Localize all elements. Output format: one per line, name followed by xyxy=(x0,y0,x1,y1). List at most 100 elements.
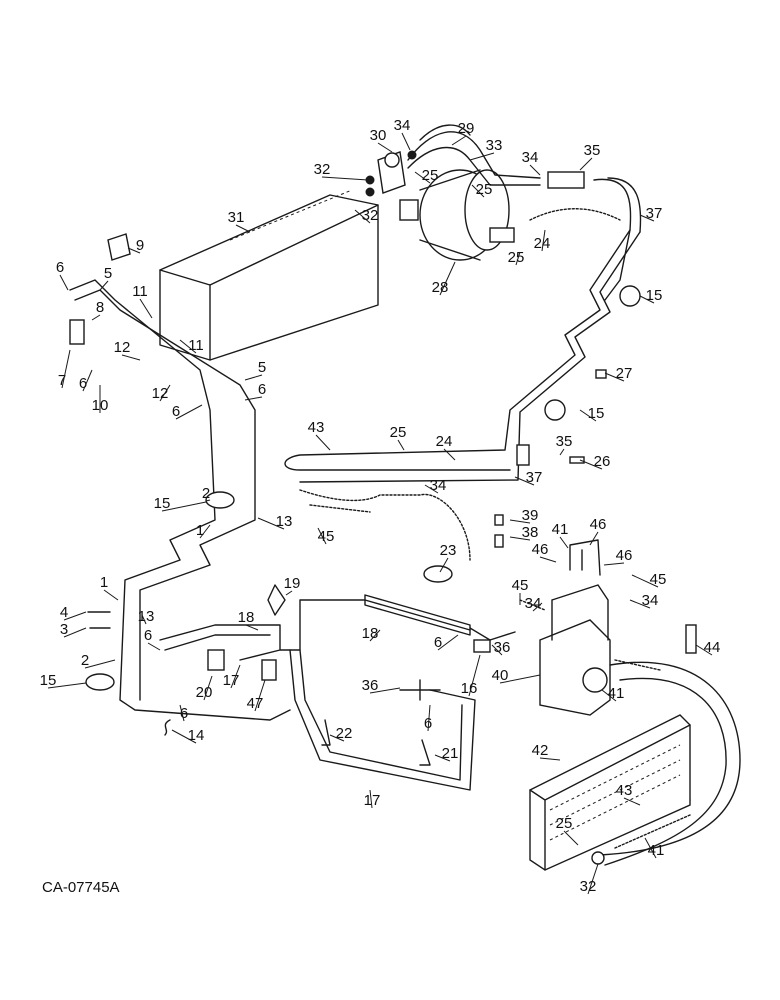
leader-line xyxy=(437,634,459,651)
leader-line xyxy=(175,404,203,420)
callout-1: 1 xyxy=(100,574,108,591)
callout-3: 3 xyxy=(60,621,68,638)
callout-28: 28 xyxy=(432,279,449,296)
callout-45: 45 xyxy=(512,577,529,594)
leader-line xyxy=(539,757,561,761)
evaporator-box xyxy=(159,189,379,361)
callout-33: 33 xyxy=(486,137,503,154)
leader-line xyxy=(579,459,603,470)
leader-line xyxy=(47,682,87,689)
leader-line xyxy=(509,519,531,524)
leader-line xyxy=(559,448,565,456)
callout-21: 21 xyxy=(442,745,459,762)
callout-11: 11 xyxy=(188,337,204,354)
leader-line xyxy=(103,589,119,601)
callout-25: 25 xyxy=(556,815,573,832)
leader-line xyxy=(203,675,213,701)
callout-15: 15 xyxy=(154,495,171,512)
leader-line xyxy=(603,562,625,566)
callout-46: 46 xyxy=(532,541,549,558)
callout-6: 6 xyxy=(56,259,64,276)
callout-19: 19 xyxy=(284,575,301,592)
leader-line xyxy=(434,754,451,762)
callout-9: 9 xyxy=(136,237,144,254)
leader-line xyxy=(539,556,557,563)
callout-31: 31 xyxy=(228,209,245,226)
callout-4: 4 xyxy=(60,604,68,621)
leader-line xyxy=(315,434,331,451)
callout-15: 15 xyxy=(646,287,663,304)
leader-line xyxy=(451,135,467,146)
leader-line xyxy=(377,142,393,153)
compressor xyxy=(399,169,515,261)
leader-line xyxy=(61,349,71,389)
leader-line xyxy=(59,274,69,291)
callout-8: 8 xyxy=(96,299,104,316)
callout-29: 29 xyxy=(458,120,475,137)
callout-40: 40 xyxy=(492,667,509,684)
leader-line xyxy=(161,501,207,512)
leader-line xyxy=(321,176,369,181)
callout-17: 17 xyxy=(223,672,240,689)
leader-line xyxy=(179,704,185,722)
callout-41: 41 xyxy=(648,842,665,859)
callout-24: 24 xyxy=(436,433,453,450)
callout-15: 15 xyxy=(40,672,57,689)
callout-38: 38 xyxy=(522,524,539,541)
callout-42: 42 xyxy=(532,742,549,759)
leader-line xyxy=(541,229,546,252)
callout-6: 6 xyxy=(144,627,152,644)
callout-35: 35 xyxy=(584,142,601,159)
callout-25: 25 xyxy=(476,181,493,198)
leader-line xyxy=(439,557,449,573)
callout-45: 45 xyxy=(318,528,335,545)
receiver-clamp xyxy=(619,285,641,307)
leader-line xyxy=(589,531,599,546)
muffler xyxy=(547,171,585,189)
leader-line xyxy=(469,152,495,161)
expansion-valve xyxy=(365,150,417,197)
callout-34: 34 xyxy=(525,595,542,612)
leader-line xyxy=(235,224,251,233)
leader-line xyxy=(397,439,405,451)
callout-44: 44 xyxy=(704,639,721,656)
leader-line xyxy=(63,627,87,638)
callout-6: 6 xyxy=(172,403,180,420)
leader-line xyxy=(499,674,541,684)
callout-37: 37 xyxy=(526,469,543,486)
leader-line xyxy=(369,629,381,642)
leader-line xyxy=(401,132,411,151)
leader-line xyxy=(159,384,171,402)
callout-15: 15 xyxy=(588,405,605,422)
callout-6: 6 xyxy=(424,715,432,732)
leader-line xyxy=(99,280,109,291)
callout-6: 6 xyxy=(258,381,266,398)
leader-line xyxy=(285,590,293,596)
callout-5: 5 xyxy=(258,359,266,376)
callout-41: 41 xyxy=(608,685,625,702)
leader-line xyxy=(205,499,211,502)
callout-18: 18 xyxy=(238,609,255,626)
leader-line xyxy=(369,789,373,809)
leader-line xyxy=(179,339,197,354)
clamp-15 xyxy=(205,491,235,509)
callout-6: 6 xyxy=(180,705,188,722)
leader-line xyxy=(439,261,456,296)
leader-line xyxy=(579,157,593,171)
leader-line xyxy=(563,830,579,846)
leader-line xyxy=(354,209,371,224)
leader-line xyxy=(369,687,401,694)
callout-23: 23 xyxy=(440,542,457,559)
leader-line xyxy=(579,409,597,422)
callout-25: 25 xyxy=(508,249,525,266)
leader-line xyxy=(230,664,241,689)
callout-13: 13 xyxy=(276,513,293,530)
callout-46: 46 xyxy=(590,516,607,533)
leader-line xyxy=(84,659,116,669)
callout-22: 22 xyxy=(336,725,353,742)
leader-line xyxy=(141,614,147,625)
callout-27: 27 xyxy=(616,365,633,382)
callout-7: 7 xyxy=(58,372,66,389)
leader-line xyxy=(244,374,263,381)
